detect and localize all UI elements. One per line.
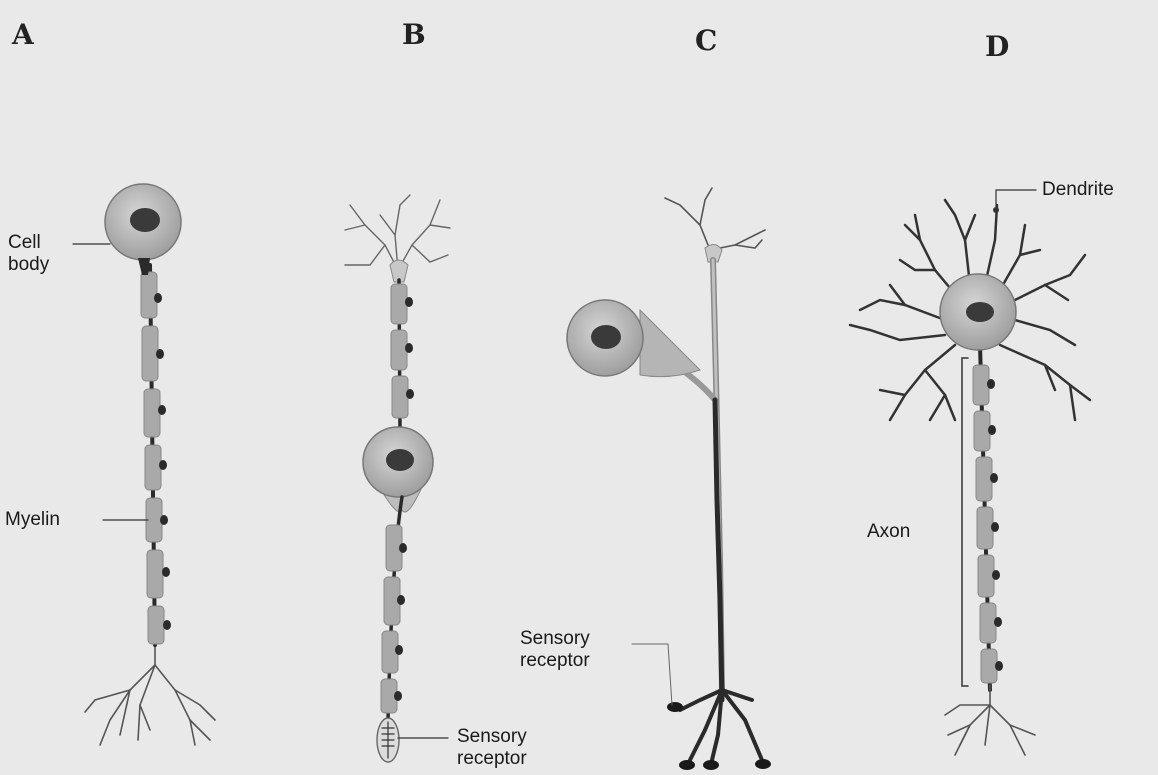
sensory-receptor-c-line2: receptor	[520, 650, 590, 672]
sensory-receptor-b-line1: Sensory	[457, 726, 527, 748]
neuron-d-axon-terminals	[945, 685, 1035, 755]
neuron-c-sensory-endings	[680, 690, 762, 760]
neuron-b-dendrites	[345, 195, 450, 270]
axon-bracket	[962, 358, 968, 686]
neuron-a-nucleus	[130, 208, 160, 232]
neuron-d-nucleus	[966, 302, 994, 322]
panel-label-a: A	[12, 18, 34, 51]
sensory-receptor-b-line2: receptor	[457, 748, 527, 770]
panel-label-d: D	[985, 30, 1009, 63]
neuron-a-myelin-sheath	[141, 272, 164, 644]
axon-label: Axon	[867, 521, 910, 543]
cell-body-label: Cell body	[8, 232, 49, 276]
neuron-c-peripheral-branches	[665, 188, 765, 250]
neuron-a	[73, 184, 215, 745]
sensory-receptor-c-label: Sensory receptor	[520, 628, 590, 672]
sensory-receptor-b-label: Sensory receptor	[457, 726, 527, 770]
neuron-c-nucleus	[591, 325, 621, 349]
panel-label-c: C	[695, 24, 717, 57]
sensory-receptor-c-line1: Sensory	[520, 628, 590, 650]
cell-body-label-line1: Cell	[8, 232, 49, 254]
neuron-b	[345, 195, 450, 762]
myelin-label: Myelin	[5, 509, 60, 531]
neuron-c	[567, 188, 771, 770]
cell-body-label-line2: body	[8, 254, 49, 276]
neuron-b-nucleus	[386, 449, 414, 471]
neuron-d	[850, 190, 1090, 755]
neuron-a-terminal-branches	[85, 640, 215, 745]
neuron-b-lower-myelin	[381, 525, 402, 713]
dendrite-label: Dendrite	[1042, 179, 1114, 201]
panel-label-b: B	[402, 18, 426, 51]
